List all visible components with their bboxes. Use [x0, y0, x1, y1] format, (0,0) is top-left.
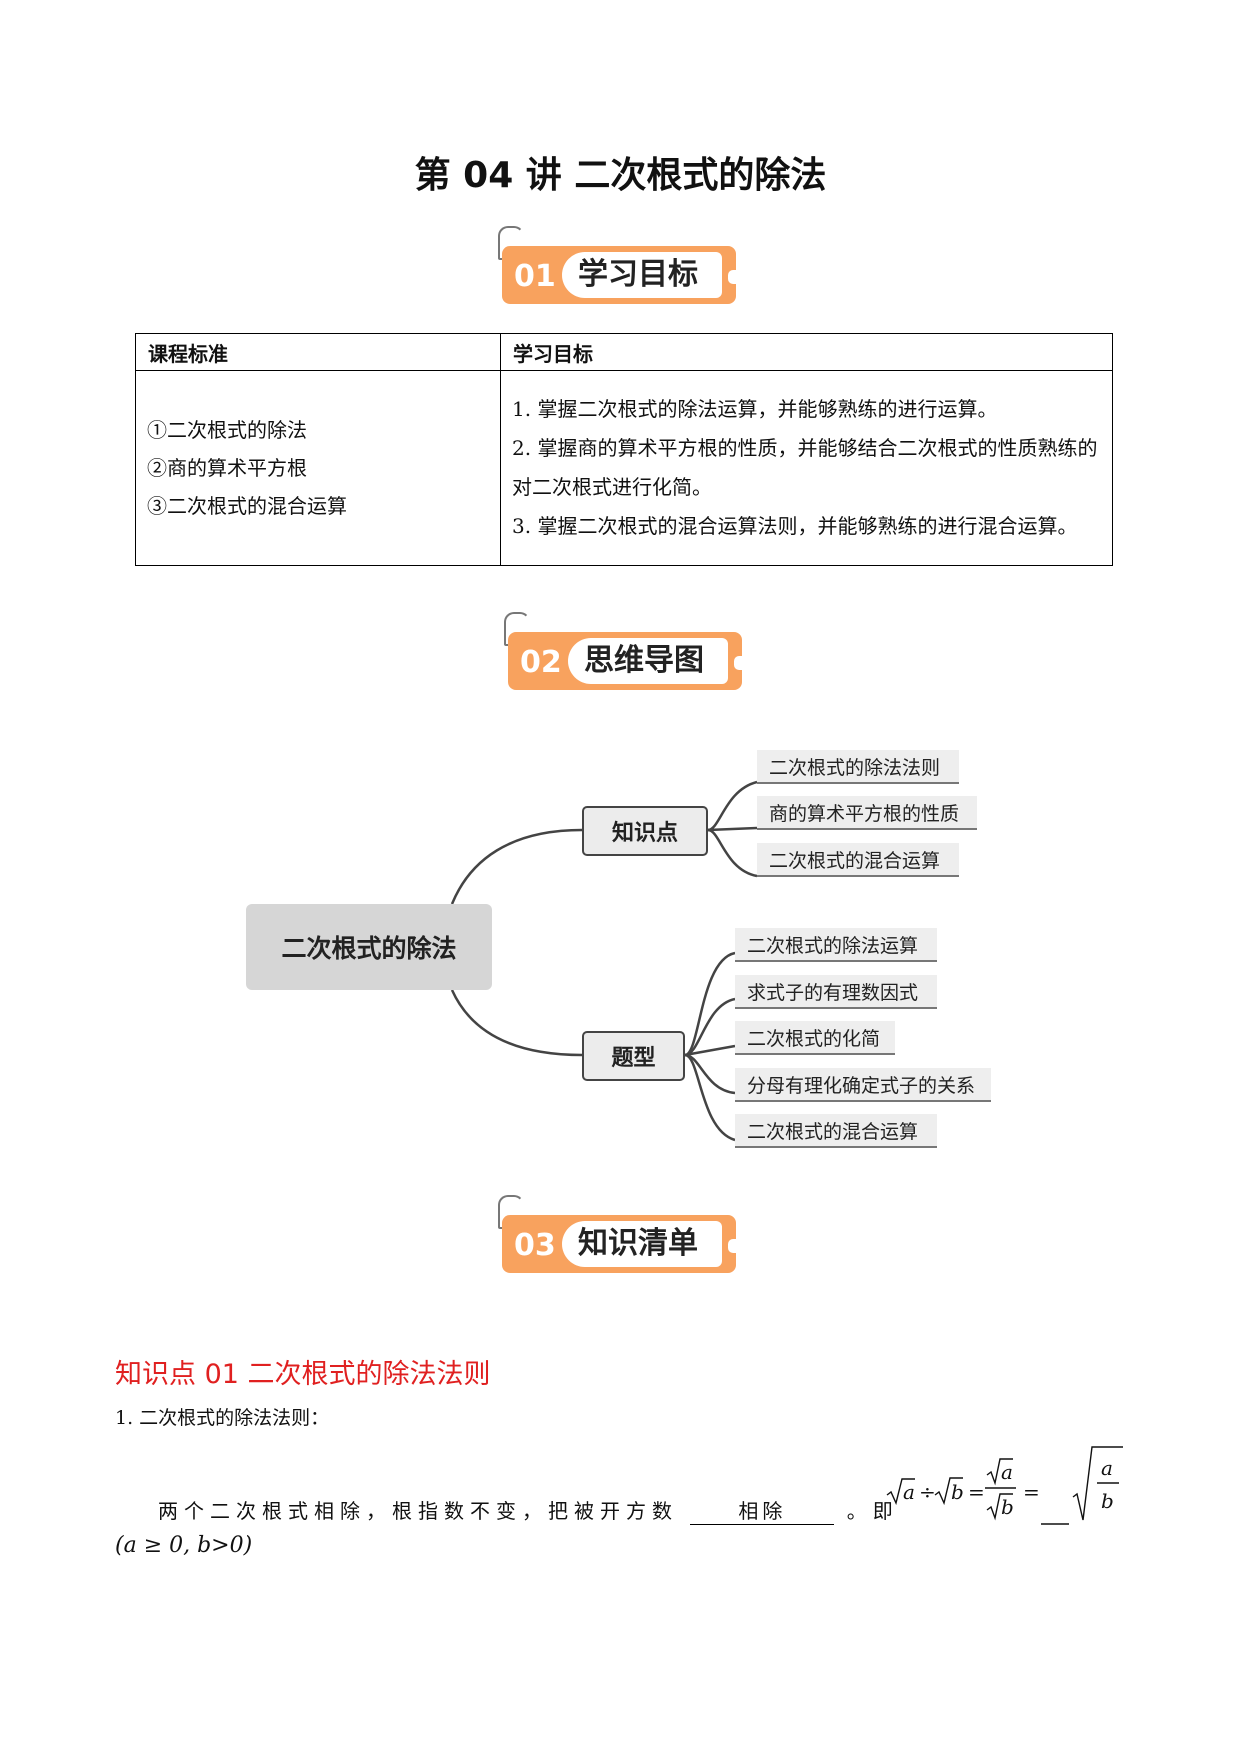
- formula-b: b: [951, 1480, 964, 1504]
- banner-label-box: [562, 252, 722, 298]
- banner-label: 思维导图: [584, 643, 704, 678]
- banner-notch: [728, 270, 738, 284]
- banner-number: 02: [520, 645, 562, 680]
- mindmap-branch-types: 题型: [582, 1031, 685, 1081]
- banner-number: 03: [514, 1228, 556, 1263]
- mindmap-leaf: 二次根式的混合运算: [757, 843, 959, 877]
- goals-cell: 1. 掌握二次根式的除法运算，并能够熟练的进行运算。 2. 掌握商的算术平方根的…: [500, 370, 1113, 566]
- connector-types-leaf-4: [684, 1053, 736, 1095]
- mindmap-leaf: 商的算术平方根的性质: [757, 796, 977, 830]
- goal-item: 3. 掌握二次根式的混合运算法则，并能够熟练的进行混合运算。: [512, 514, 1078, 538]
- formula-condition: (a ≥ 0, b>0): [115, 1533, 253, 1558]
- fill-blank-answer: 相除: [690, 1495, 835, 1525]
- section-banner-knowledge: 03 知识清单: [498, 1195, 738, 1275]
- table-row: ①二次根式的除法 ②商的算术平方根 ③二次根式的混合运算 1. 掌握二次根式的除…: [135, 370, 1113, 566]
- connector-types-leaf-5: [684, 1053, 736, 1142]
- formula-b: b: [1001, 1495, 1014, 1519]
- division-formula: a ÷ b = a b = a b: [886, 1446, 1123, 1525]
- connector-types-leaf-1: [684, 951, 736, 1057]
- connector-types-leaf-2: [684, 997, 736, 1057]
- knowledge-heading: 知识点 01 二次根式的除法法则: [115, 1359, 491, 1390]
- formula-a: a: [1101, 1456, 1113, 1480]
- connector-root-knowledge: [450, 828, 583, 905]
- rule-paragraph: 两个二次根式相除，根指数不变，把被开方数 相除 。即: [158, 1495, 899, 1525]
- mindmap-leaf: 二次根式的除法法则: [757, 750, 959, 784]
- banner-label-box: [562, 1221, 722, 1267]
- goal-item: 2. 掌握商的算术平方根的性质，并能够结合二次根式的性质熟练的对二次根式进行化简…: [512, 436, 1098, 499]
- section-banner-mindmap: 02 思维导图: [504, 612, 744, 692]
- standards-cell: ①二次根式的除法 ②商的算术平方根 ③二次根式的混合运算: [135, 370, 501, 566]
- svg-text:÷: ÷: [919, 1480, 936, 1504]
- formula-a: a: [903, 1480, 915, 1504]
- banner-notch: [734, 656, 744, 670]
- banner-notch: [728, 1239, 738, 1253]
- mindmap-leaf: 二次根式的混合运算: [735, 1114, 937, 1148]
- formula-b: b: [1101, 1489, 1114, 1513]
- paragraph-text: 。即: [846, 1499, 899, 1523]
- mindmap-leaf: 二次根式的除法运算: [735, 928, 937, 962]
- goals-table: 课程标准 学习目标 ①二次根式的除法 ②商的算术平方根 ③二次根式的混合运算 1…: [135, 333, 1113, 566]
- mindmap-root: 二次根式的除法: [246, 904, 492, 990]
- mindmap-leaf: 求式子的有理数因式: [735, 975, 937, 1009]
- rule-title: 1. 二次根式的除法法则：: [115, 1407, 330, 1429]
- paragraph-text: 两个二次根式相除，根指数不变，把被开方数: [158, 1499, 678, 1523]
- standard-item: ①二次根式的除法: [147, 418, 307, 442]
- table-header-standard: 课程标准: [135, 333, 501, 371]
- goal-item: 1. 掌握二次根式的除法运算，并能够熟练的进行运算。: [512, 397, 998, 421]
- standard-item: ②商的算术平方根: [147, 456, 307, 480]
- banner-number: 01: [514, 259, 556, 294]
- connector-knowledge-leaf-1: [707, 780, 758, 832]
- svg-text:=: =: [1023, 1480, 1040, 1504]
- standard-item: ③二次根式的混合运算: [147, 494, 347, 518]
- connector-root-types: [450, 989, 583, 1057]
- banner-label: 学习目标: [578, 257, 698, 292]
- connector-types-leaf-3: [684, 1044, 736, 1057]
- svg-text:=: =: [968, 1480, 985, 1504]
- connector-knowledge-leaf-3: [707, 828, 758, 878]
- banner-label-box: [568, 638, 728, 684]
- page-title: 第 04 讲 二次根式的除法: [414, 155, 827, 196]
- banner-label: 知识清单: [578, 1226, 698, 1261]
- mindmap-leaf: 分母有理化确定式子的关系: [735, 1068, 991, 1102]
- formula-a: a: [1001, 1460, 1013, 1484]
- table-header-row: 课程标准 学习目标: [135, 333, 1113, 371]
- section-banner-goals: 01 学习目标: [498, 226, 738, 306]
- mindmap-leaf: 二次根式的化简: [735, 1021, 895, 1055]
- table-header-goal: 学习目标: [500, 333, 1113, 371]
- mindmap-branch-knowledge: 知识点: [582, 806, 708, 856]
- connector-knowledge-leaf-2: [707, 826, 758, 832]
